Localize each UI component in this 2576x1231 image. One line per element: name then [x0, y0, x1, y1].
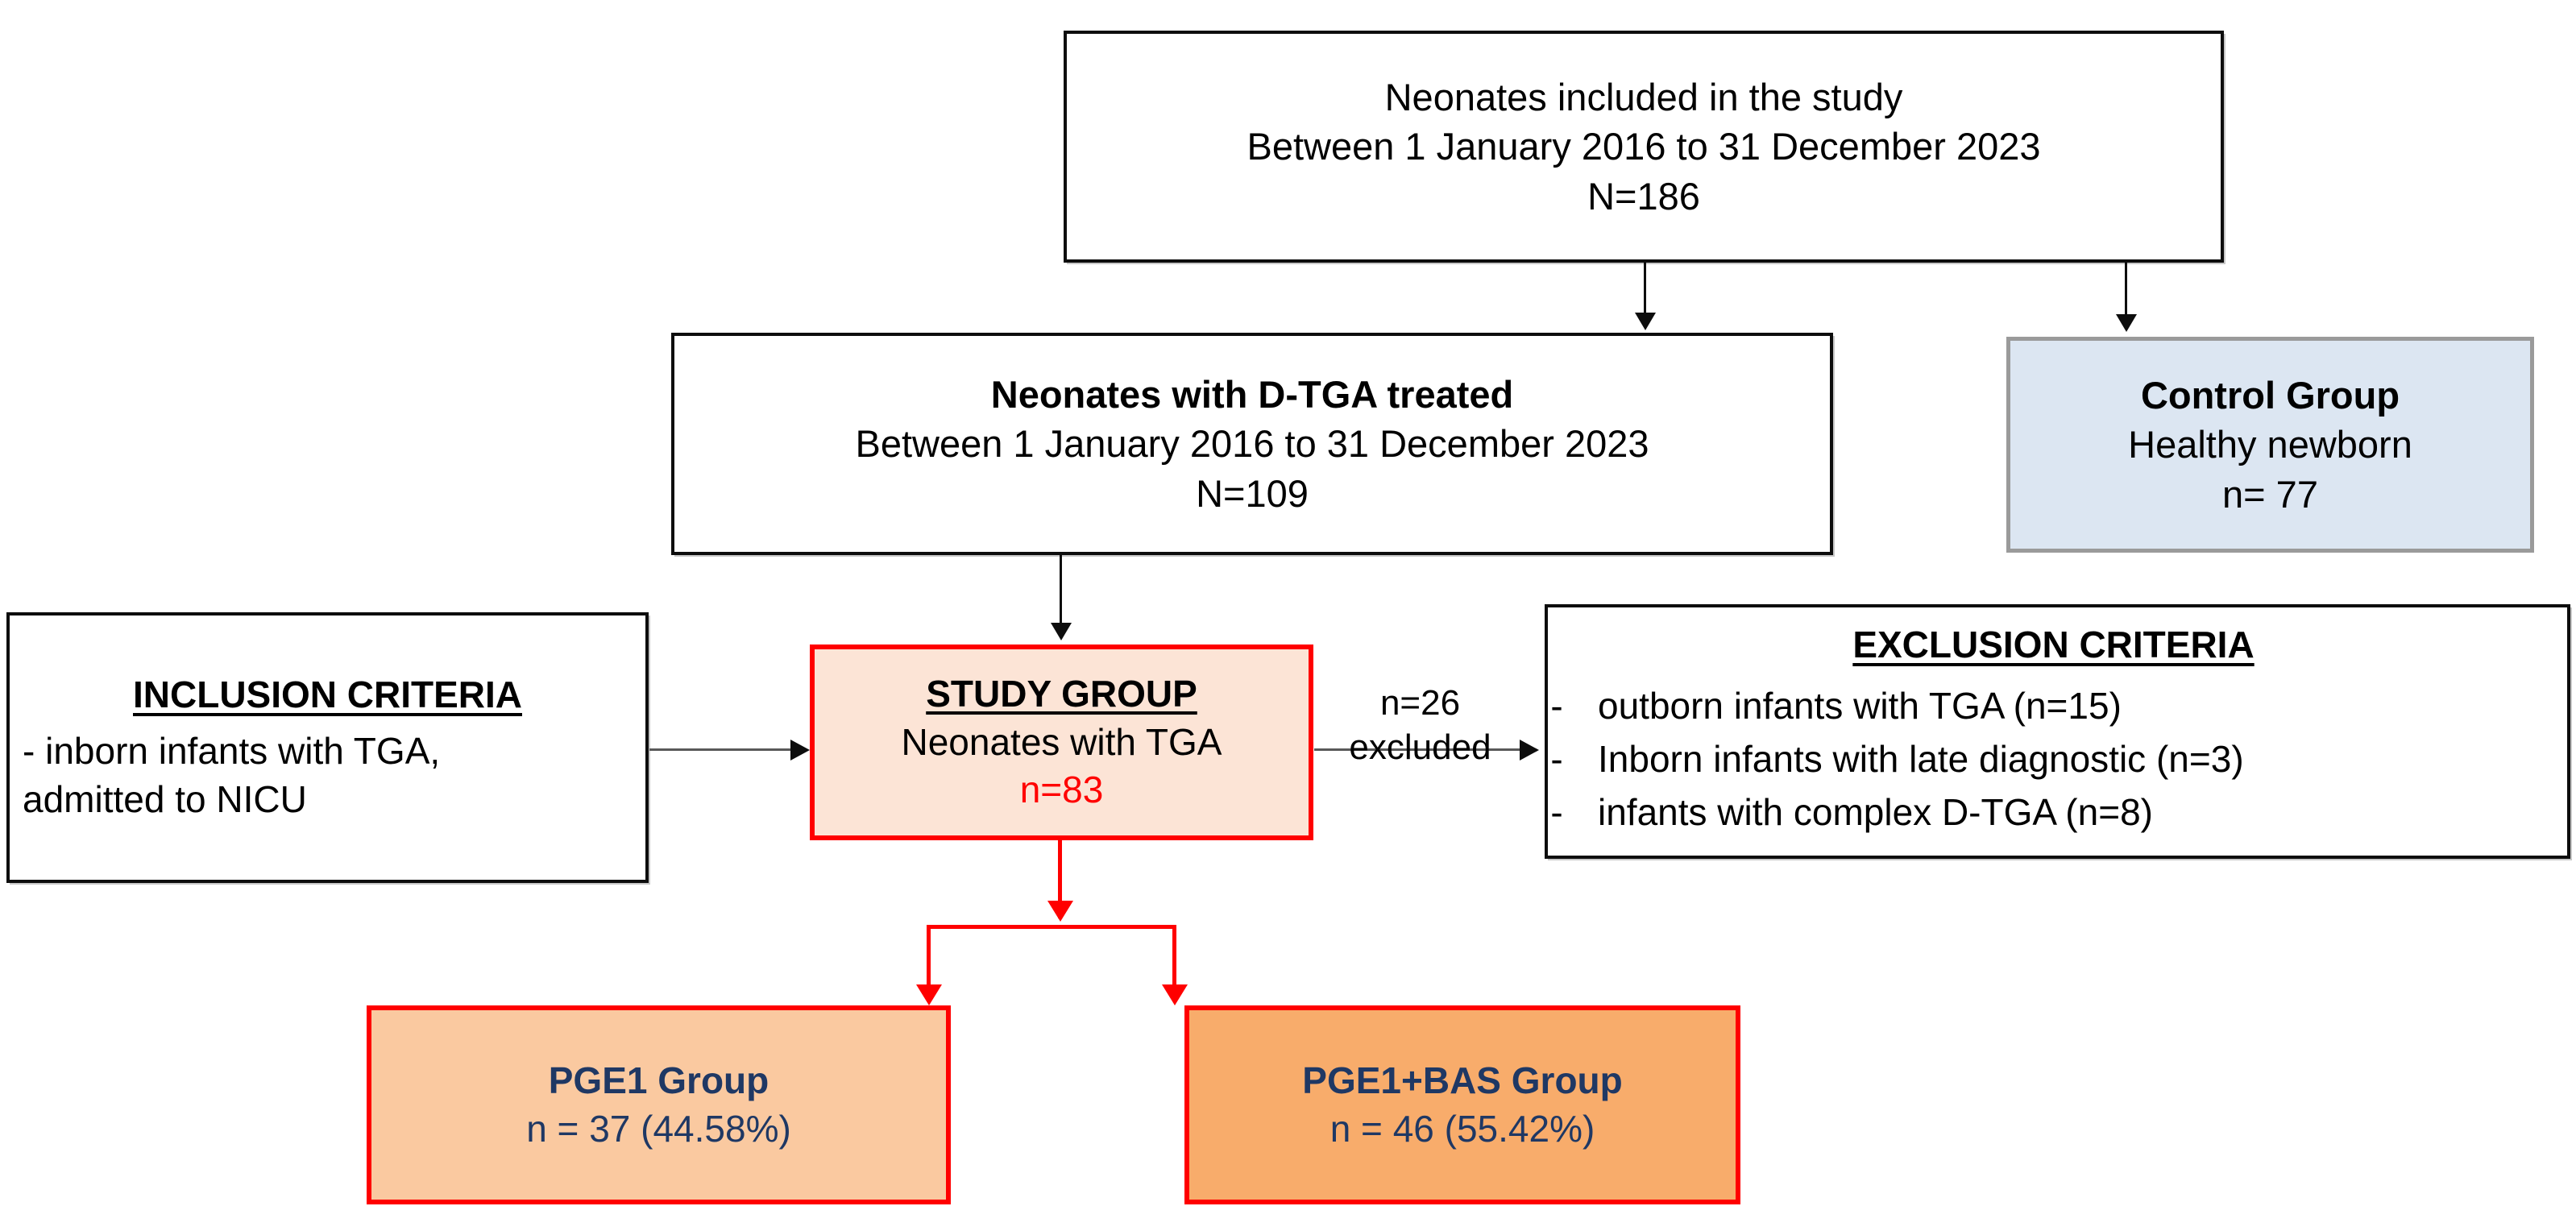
exclusion-list-item: - outborn infants with TGA (n=15)	[1548, 682, 2559, 731]
exclusion-heading: EXCLUSION CRITERIA	[1852, 624, 2255, 666]
exclusion-item-text: outborn infants with TGA (n=15)	[1598, 685, 2122, 727]
node-study-group: STUDY GROUP Neonates with TGA n=83	[810, 645, 1313, 840]
dtga-title: Neonates with D-TGA treated	[990, 373, 1514, 417]
dash-icon: -	[1550, 790, 1563, 833]
inclusion-item-1-cont: admitted to NICU	[23, 777, 307, 820]
connector-study-to-exclusion-arrowhead	[1520, 740, 1539, 761]
dash-icon: -	[1550, 685, 1563, 727]
node-exclusion-criteria: EXCLUSION CRITERIA - outborn infants wit…	[1545, 604, 2570, 859]
exclusion-list: - outborn infants with TGA (n=15) - Inbo…	[1548, 678, 2559, 841]
connector-study-to-exclusion-line	[1314, 748, 1522, 751]
inclusion-body: - inborn infants with TGA, admitted to N…	[23, 727, 633, 824]
inclusion-heading: INCLUSION CRITERIA	[133, 674, 522, 716]
node-neonates-dtga-treated: Neonates with D-TGA treated Between 1 Ja…	[671, 333, 1833, 555]
enrolled-line-2: Between 1 January 2016 to 31 December 20…	[1247, 125, 2041, 168]
node-control-group: Control Group Healthy newborn n= 77	[2006, 337, 2534, 553]
connector-enrolled-to-dtga-arrowhead	[1635, 313, 1656, 330]
connector-split-left-arrowhead	[916, 984, 942, 1005]
pge1bas-title: PGE1+BAS Group	[1302, 1059, 1623, 1101]
exclusion-item-text: Inborn infants with late diagnostic (n=3…	[1598, 738, 2244, 780]
connector-split-left-line	[927, 925, 931, 996]
enrolled-line-1: Neonates included in the study	[1384, 76, 1903, 119]
connector-enrolled-to-control-line	[2125, 263, 2127, 314]
connector-split-bar	[927, 925, 1176, 929]
connector-study-split-arrowhead	[1047, 901, 1073, 922]
connector-split-right-line	[1172, 925, 1176, 996]
connector-study-split-stem	[1058, 840, 1062, 918]
inclusion-item-1: - inborn infants with TGA,	[23, 730, 441, 773]
connector-enrolled-to-control-arrowhead	[2116, 314, 2137, 332]
excluded-word: excluded	[1349, 727, 1491, 767]
connector-enrolled-to-dtga-line	[1644, 263, 1646, 313]
edge-label-excluded: n=26 excluded	[1334, 681, 1507, 769]
node-inclusion-criteria: INCLUSION CRITERIA - inborn infants with…	[6, 612, 649, 883]
excluded-count: n=26	[1379, 683, 1461, 723]
connector-split-right-arrowhead	[1162, 984, 1188, 1005]
exclusion-item-text: infants with complex D-TGA (n=8)	[1598, 790, 2153, 833]
connector-dtga-to-study-arrowhead	[1051, 623, 1072, 640]
node-neonates-included: Neonates included in the study Between 1…	[1064, 31, 2224, 263]
exclusion-list-item: - infants with complex D-TGA (n=8)	[1548, 789, 2559, 837]
study-group-heading: STUDY GROUP	[926, 672, 1197, 715]
dtga-count: N=109	[1196, 471, 1309, 515]
node-pge1-bas-group: PGE1+BAS Group n = 46 (55.42%)	[1184, 1005, 1740, 1204]
enrolled-count: N=186	[1587, 174, 1700, 218]
control-title: Control Group	[2140, 374, 2400, 417]
connector-dtga-to-study-line	[1060, 555, 1062, 623]
exclusion-list-item: - Inborn infants with late diagnostic (n…	[1548, 736, 2559, 784]
pge1-title: PGE1 Group	[548, 1059, 769, 1101]
dtga-period: Between 1 January 2016 to 31 December 20…	[855, 422, 1649, 466]
connector-inclusion-to-study-line	[649, 748, 793, 751]
dash-icon: -	[1550, 738, 1563, 780]
study-group-count: n=83	[1019, 769, 1104, 811]
control-subtitle: Healthy newborn	[2128, 423, 2412, 466]
connector-inclusion-to-study-arrowhead	[790, 740, 810, 761]
node-pge1-group: PGE1 Group n = 37 (44.58%)	[367, 1005, 951, 1204]
study-group-description: Neonates with TGA	[901, 720, 1222, 763]
pge1-count: n = 37 (44.58%)	[526, 1107, 791, 1150]
pge1bas-count: n = 46 (55.42%)	[1329, 1107, 1595, 1150]
control-count: n= 77	[2222, 472, 2318, 516]
